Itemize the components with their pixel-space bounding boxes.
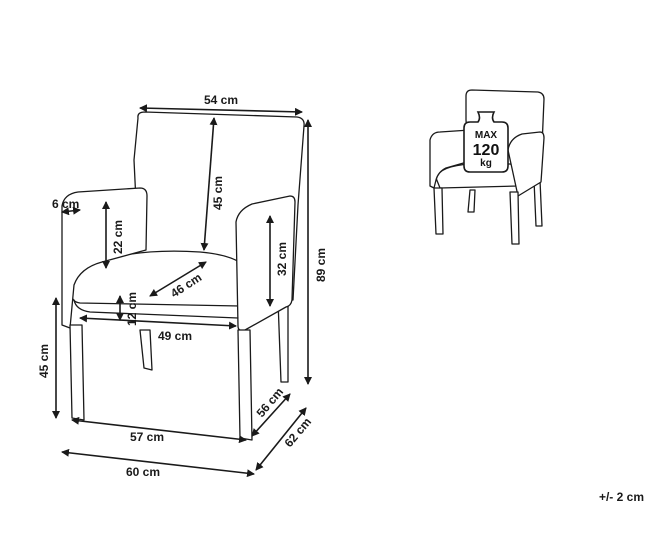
- weight-icon: [463, 111, 509, 173]
- label-leg-span-width: 57 cm: [130, 430, 164, 444]
- label-seat-width: 49 cm: [158, 329, 192, 343]
- dimension-lines: [52, 104, 312, 478]
- label-seat-height: 45 cm: [37, 344, 51, 378]
- weight-badge-top: MAX: [475, 130, 498, 141]
- label-back-width: 54 cm: [204, 93, 238, 107]
- label-arm-inner-height: 32 cm: [275, 242, 289, 276]
- label-overall-width: 60 cm: [126, 465, 160, 479]
- label-back-height: 45 cm: [211, 176, 225, 210]
- label-arm-width: 6 cm: [52, 197, 79, 211]
- weight-badge: MAX 120 kg: [463, 111, 509, 173]
- weight-badge-value: 120: [473, 142, 500, 159]
- chair-line-drawing: [61, 111, 305, 441]
- tolerance-note: +/- 2 cm: [598, 490, 644, 504]
- weight-badge-unit: kg: [480, 158, 492, 169]
- label-total-height: 89 cm: [314, 248, 328, 282]
- label-inner-depth: 56 cm: [254, 385, 287, 420]
- label-arm-height: 22 cm: [111, 220, 125, 254]
- label-cushion-thickness: 12 cm: [125, 292, 139, 326]
